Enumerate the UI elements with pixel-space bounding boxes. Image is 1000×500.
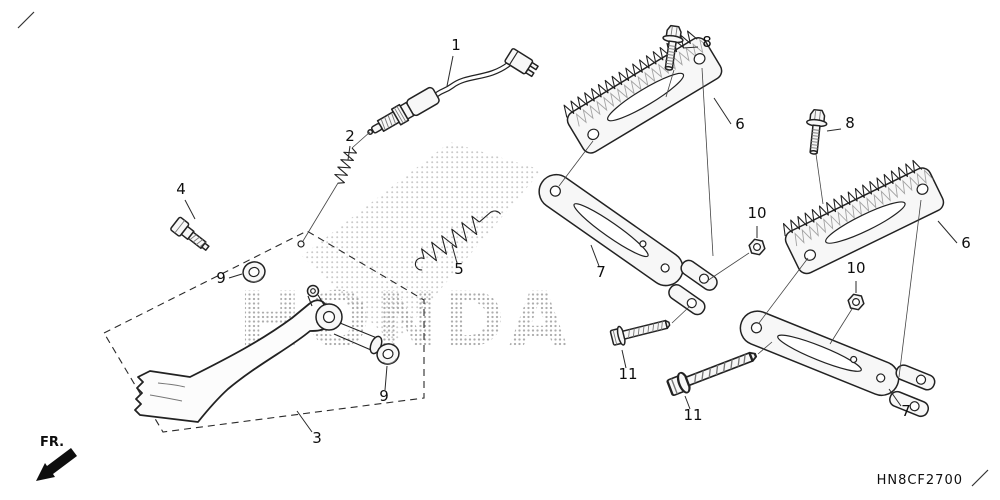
callout-leader-8 [826, 128, 842, 132]
part-6-footpeg-plate-1 [558, 25, 726, 158]
callout-label-7: 7 [901, 402, 911, 420]
callout-label-6: 6 [961, 234, 971, 252]
callout-leader-6 [713, 97, 732, 125]
assembly-guide-lines [558, 67, 922, 378]
callout-label-2: 2 [345, 127, 355, 145]
callout-leader-6 [937, 220, 958, 244]
callout-label-11: 11 [683, 406, 702, 424]
callout-label-10: 10 [846, 259, 865, 277]
callout-label-9: 9 [379, 387, 389, 405]
part-11-mount-bolt-2 [665, 344, 761, 399]
pedal-shaft [333, 322, 378, 351]
callout-leader-1 [446, 55, 454, 87]
callout-label-3: 3 [312, 429, 322, 447]
callout-leader-5 [451, 244, 458, 264]
corner-mark-top-left [17, 11, 35, 29]
callout-label-5: 5 [454, 260, 464, 278]
callout-leader-8 [682, 46, 699, 49]
part-5-return-spring [414, 210, 501, 271]
callout-label-8: 8 [845, 114, 855, 132]
fr-direction: FR. [36, 435, 77, 481]
callout-leader-9 [384, 365, 388, 391]
callout-label-1: 1 [451, 36, 461, 54]
part-11-mount-bolt-1 [608, 313, 673, 348]
watermark: HONDA [238, 142, 568, 364]
callout-label-4: 4 [176, 180, 186, 198]
callout-leader-11 [621, 349, 627, 369]
diagram-code: HN8CF2700 [877, 473, 963, 488]
halftone-band [302, 142, 542, 344]
callout-label-9: 9 [216, 269, 226, 287]
switch-cable [431, 61, 512, 100]
fr-label: FR. [40, 435, 64, 450]
callout-leader-7 [590, 244, 600, 267]
callout-label-7: 7 [596, 263, 606, 281]
part-10-flange-nut-1 [746, 237, 768, 257]
callout-leader-2 [347, 145, 351, 161]
callout-label-11: 11 [618, 365, 637, 383]
switch-rod [351, 131, 371, 149]
callout-leader-9 [228, 273, 243, 279]
part-10-flange-nut-2 [845, 292, 867, 312]
part-7-footpeg-bracket-2 [733, 301, 942, 420]
part-2-spring-small [297, 147, 357, 248]
part-1-brake-switch [351, 48, 539, 149]
switch-body [367, 86, 440, 135]
callout-leader-4 [184, 199, 196, 220]
pedal-dashed-outline [103, 230, 425, 433]
callout-leader-7 [888, 388, 902, 407]
callout-leader-3 [296, 410, 313, 433]
part-3-brake-pedal [134, 284, 383, 423]
part-4-pivot-bolt [170, 216, 210, 251]
callout-label-6: 6 [735, 115, 745, 133]
part-8-flange-bolt-2 [802, 108, 829, 156]
cable-connector [504, 48, 539, 78]
callout-leader-11 [684, 395, 691, 410]
fr-arrow-icon [36, 448, 77, 481]
callout-layer: 1 2 4 9 9 5 3 6 6 7 7 8 8 10 10 11 11 [176, 33, 971, 447]
callout-label-10: 10 [747, 204, 766, 222]
callout-label-8: 8 [702, 33, 712, 51]
corner-mark-bottom-right [971, 469, 989, 487]
